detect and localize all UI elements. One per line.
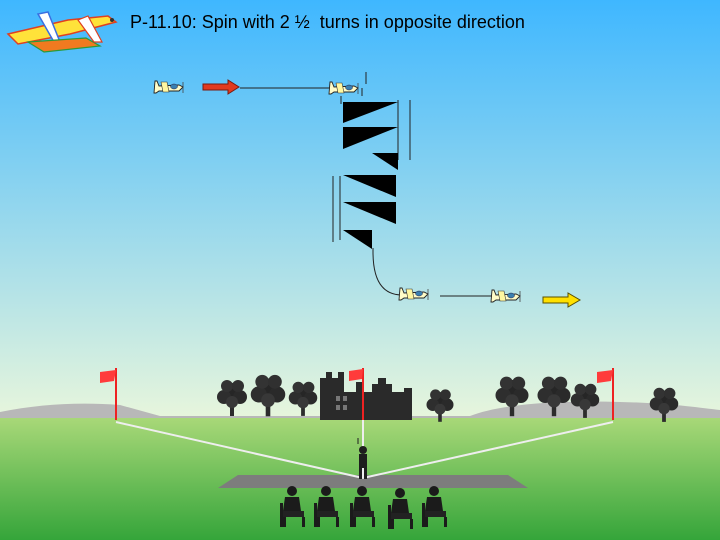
red-arrow-right-icon bbox=[202, 79, 240, 95]
spin-marker-3 bbox=[372, 153, 398, 170]
spin-marker-4 bbox=[343, 175, 396, 197]
pilot-silhouette-icon bbox=[357, 438, 367, 479]
pole-flag-icon-right bbox=[597, 368, 614, 420]
spin-marker-2 bbox=[343, 127, 398, 149]
slide-title: P-11.10: Spin with 2 ½ turns in opposite… bbox=[130, 12, 525, 32]
castle-silhouette bbox=[320, 372, 412, 420]
spin-marker-5 bbox=[343, 202, 396, 224]
spin-turn-markers bbox=[343, 102, 398, 249]
pole-flag-icon-left bbox=[100, 368, 117, 420]
flight-path bbox=[240, 72, 492, 297]
model-aerobatic-airplane-icon bbox=[6, 11, 118, 53]
spin-marker-6 bbox=[343, 230, 372, 249]
spin-marker-1 bbox=[343, 102, 398, 123]
sky bbox=[0, 0, 720, 420]
runway bbox=[218, 475, 528, 488]
yellow-arrow-right-icon bbox=[542, 292, 581, 308]
